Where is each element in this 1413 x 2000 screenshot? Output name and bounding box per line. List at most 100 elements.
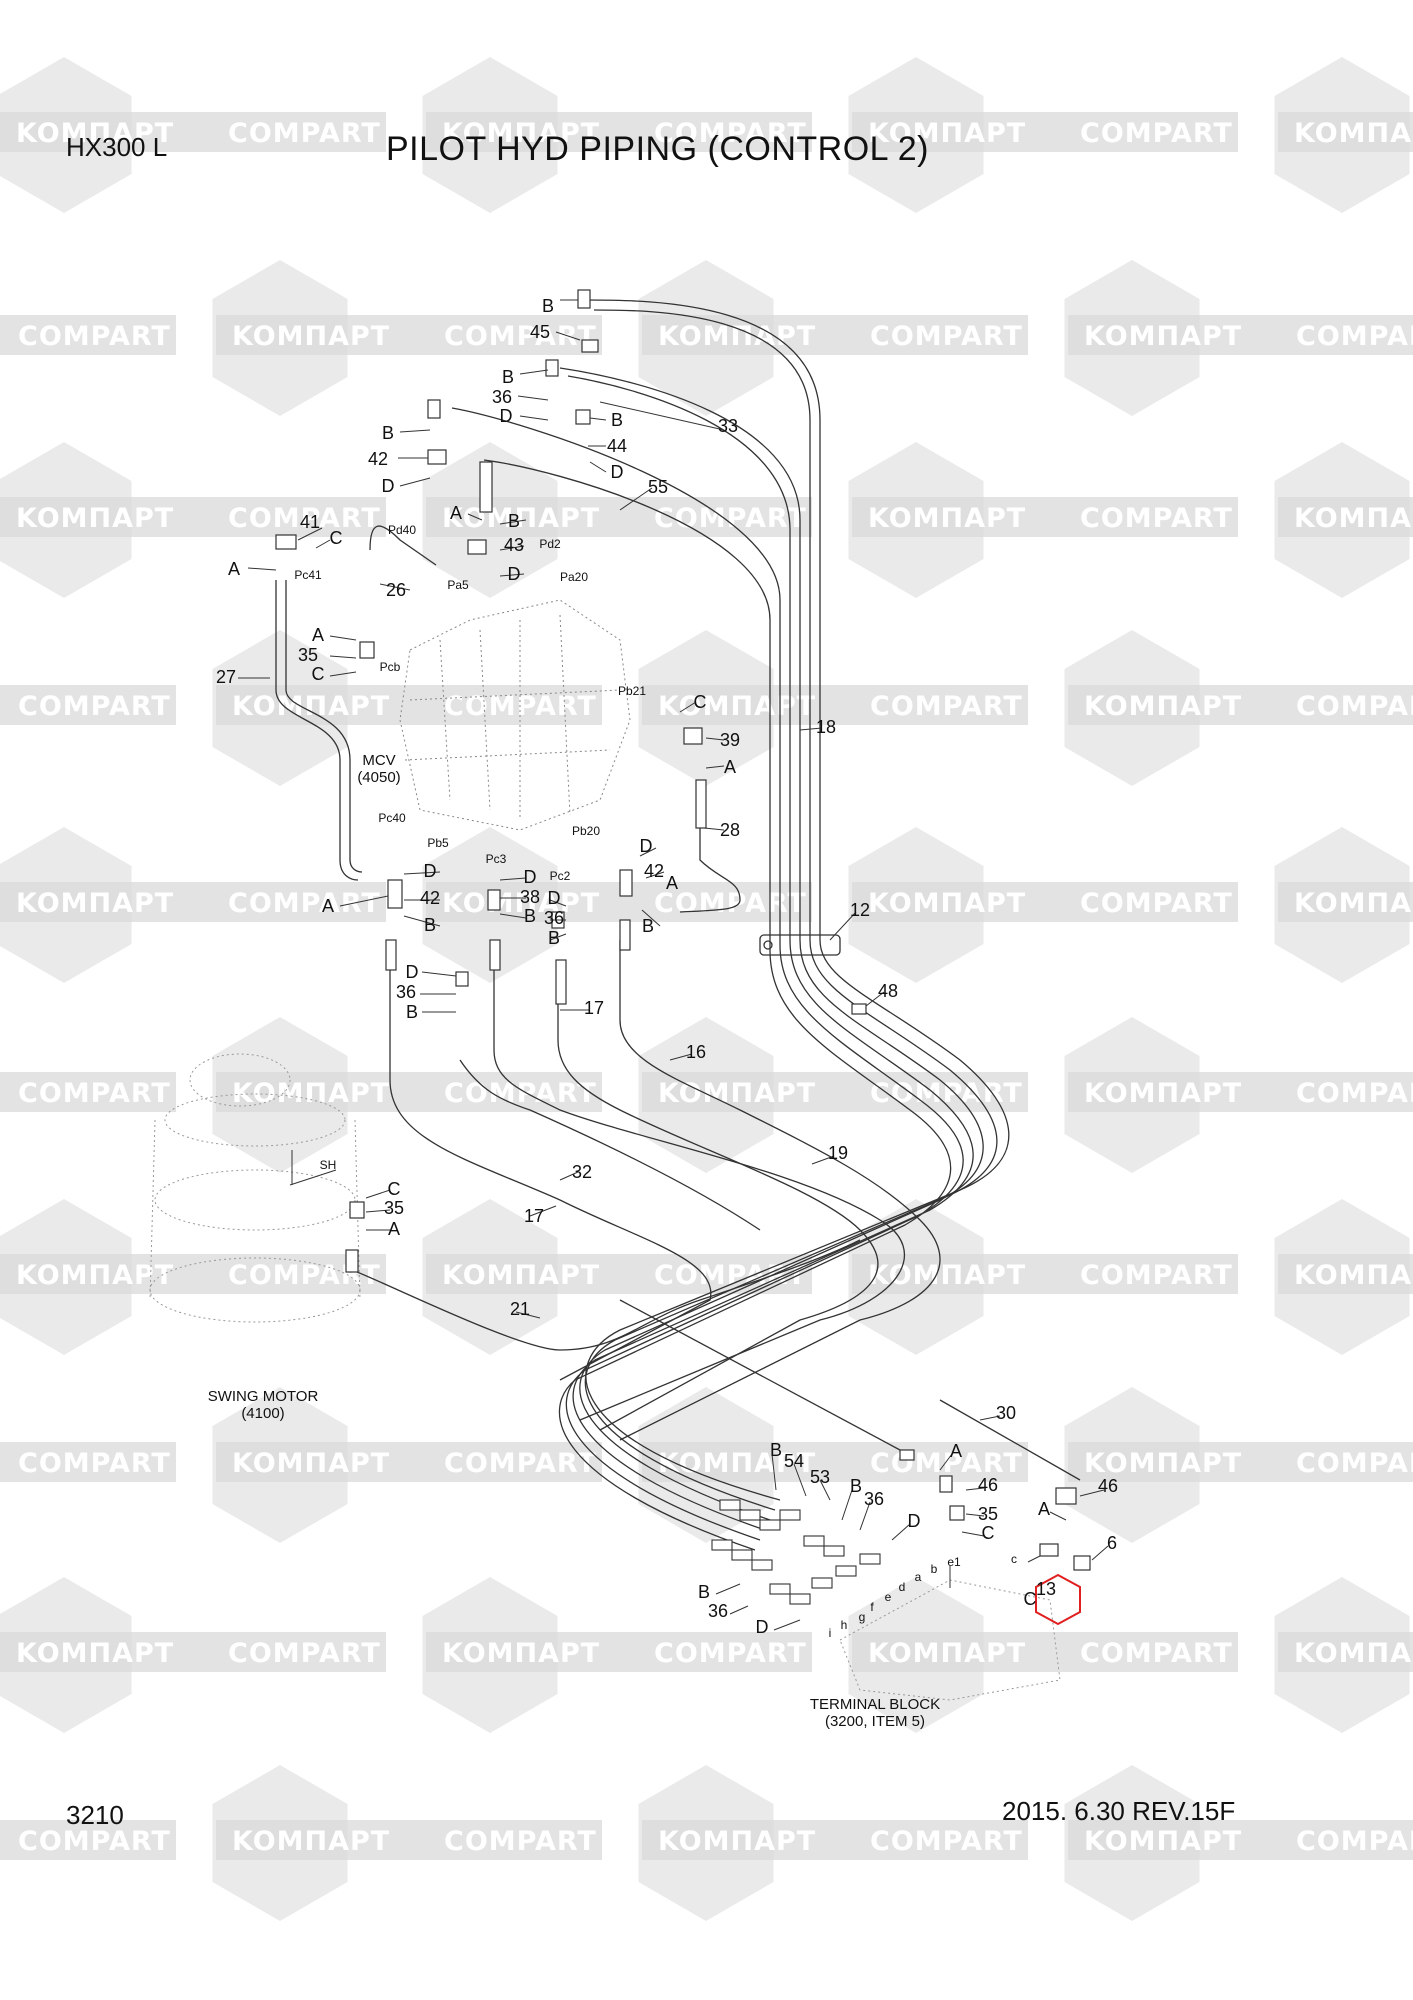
watermark-text: KOMПAPT xyxy=(1084,1448,1242,1479)
watermark-text: KOMПAPT xyxy=(442,118,600,149)
watermark-band xyxy=(216,685,602,725)
watermark-band xyxy=(1278,497,1413,537)
watermark-band xyxy=(642,1820,1028,1860)
port-label: e xyxy=(885,1590,892,1604)
watermark-band xyxy=(642,315,1028,355)
callout-label: B xyxy=(611,410,623,430)
watermark-text: COMPART xyxy=(870,1826,1023,1857)
swing-motor-name: SWING MOTOR xyxy=(207,1388,319,1405)
callout-label: A xyxy=(228,559,240,579)
callout-label: 36 xyxy=(864,1489,884,1509)
watermark-text: KOMПAPT xyxy=(442,888,600,919)
callout-label: 36 xyxy=(492,387,512,407)
mcv-block xyxy=(399,599,631,831)
callout-label: 12 xyxy=(850,900,870,920)
callout-label: 41 xyxy=(300,512,320,532)
watermark-text: KOMПAPT xyxy=(1294,1638,1413,1669)
callout-label: A xyxy=(322,896,334,916)
port-label: g xyxy=(859,1610,866,1624)
callout-label: A xyxy=(950,1441,962,1461)
watermark-band xyxy=(642,1442,1028,1482)
callout-label: 48 xyxy=(878,981,898,1001)
watermark-text: COMPART xyxy=(1296,691,1413,722)
port-label: h xyxy=(841,1618,848,1632)
watermark-text: KOMПAPT xyxy=(442,503,600,534)
callout-label: C xyxy=(982,1523,995,1543)
watermark-band xyxy=(1068,1820,1413,1860)
port-label: Pb20 xyxy=(572,824,600,838)
watermark-text: COMPART xyxy=(1296,1078,1413,1109)
callout-label: A xyxy=(388,1219,400,1239)
watermark-text: COMPART xyxy=(1080,118,1233,149)
callout-label: 16 xyxy=(686,1042,706,1062)
callout-label: D xyxy=(382,476,395,496)
page-title: PILOT HYD PIPING (CONTROL 2) xyxy=(386,130,929,168)
watermark-band xyxy=(1278,112,1413,152)
callout-label: D xyxy=(500,406,513,426)
callout-label: 6 xyxy=(1107,1533,1117,1553)
callout-label: B xyxy=(508,511,520,531)
callout-label: D xyxy=(908,1511,921,1531)
watermark-text: KOMПAPT xyxy=(868,1260,1026,1291)
watermark-band xyxy=(0,882,386,922)
watermark-text: KOMПAPT xyxy=(868,118,1026,149)
watermark-band xyxy=(0,685,176,725)
watermark-band xyxy=(852,1632,1238,1672)
watermark-text: KOMПAPT xyxy=(1294,1260,1413,1291)
callout-label: B xyxy=(406,1002,418,1022)
callout-label: D xyxy=(640,836,653,856)
terminal-block-name: TERMINAL BLOCK xyxy=(809,1696,941,1713)
page-number: 3210 xyxy=(66,1800,124,1830)
port-label: b xyxy=(931,1562,938,1576)
swing-motor-ref: (4100) xyxy=(241,1405,285,1422)
watermark-text: COMPART xyxy=(18,691,171,722)
callout-label: 36 xyxy=(396,982,416,1002)
callout-label: D xyxy=(611,462,624,482)
callout-label: 43 xyxy=(504,535,524,555)
callout-label: 21 xyxy=(510,1299,530,1319)
watermark-text: COMPART xyxy=(1296,1826,1413,1857)
watermark-text: COMPART xyxy=(444,1078,597,1109)
callout-label: 19 xyxy=(828,1143,848,1163)
watermark-band xyxy=(0,1254,386,1294)
callout-label: B xyxy=(698,1582,710,1602)
callout-label: D xyxy=(524,867,537,887)
watermark-band xyxy=(0,1442,176,1482)
watermark-band xyxy=(852,497,1238,537)
callout-label: 26 xyxy=(386,580,406,600)
callout-label: C xyxy=(388,1179,401,1199)
watermark-text: KOMПAPT xyxy=(16,888,174,919)
swing-motor-block xyxy=(149,1053,361,1323)
watermark-text: KOMПAPT xyxy=(1084,691,1242,722)
watermark-band xyxy=(0,1820,176,1860)
callout-label: B xyxy=(502,367,514,387)
callout-label: 30 xyxy=(996,1403,1016,1423)
callout-label: B xyxy=(850,1476,862,1496)
callout-label: 44 xyxy=(607,436,627,456)
watermark-text: COMPART xyxy=(654,118,807,149)
revision-date: 2015. 6.30 REV.15F xyxy=(1002,1796,1236,1826)
callout-label: 27 xyxy=(216,667,236,687)
watermark-text: KOMПAPT xyxy=(1294,118,1413,149)
watermark-band xyxy=(1068,315,1413,355)
callout-label: C xyxy=(694,692,707,712)
watermark-text: KOMПAPT xyxy=(232,1448,390,1479)
watermark-text: COMPART xyxy=(18,1448,171,1479)
watermark-band xyxy=(0,1632,386,1672)
callout-label: 17 xyxy=(524,1206,544,1226)
watermark-text: KOMПAPT xyxy=(442,1260,600,1291)
watermark-band xyxy=(0,497,386,537)
port-label: Pb5 xyxy=(427,836,449,850)
callout-label: 35 xyxy=(384,1198,404,1218)
port-label: Pc2 xyxy=(550,869,571,883)
model-number: HX300 L xyxy=(66,132,168,162)
port-label: d xyxy=(899,1580,906,1594)
callout-label: 46 xyxy=(1098,1476,1118,1496)
port-label: c xyxy=(1011,1552,1017,1566)
callout-label: B xyxy=(382,423,394,443)
port-label: Pc41 xyxy=(294,568,322,582)
watermark-text: COMPART xyxy=(1080,503,1233,534)
watermark-text: COMPART xyxy=(1296,1448,1413,1479)
watermark-text: COMPART xyxy=(654,1260,807,1291)
watermark-text: COMPART xyxy=(1080,888,1233,919)
